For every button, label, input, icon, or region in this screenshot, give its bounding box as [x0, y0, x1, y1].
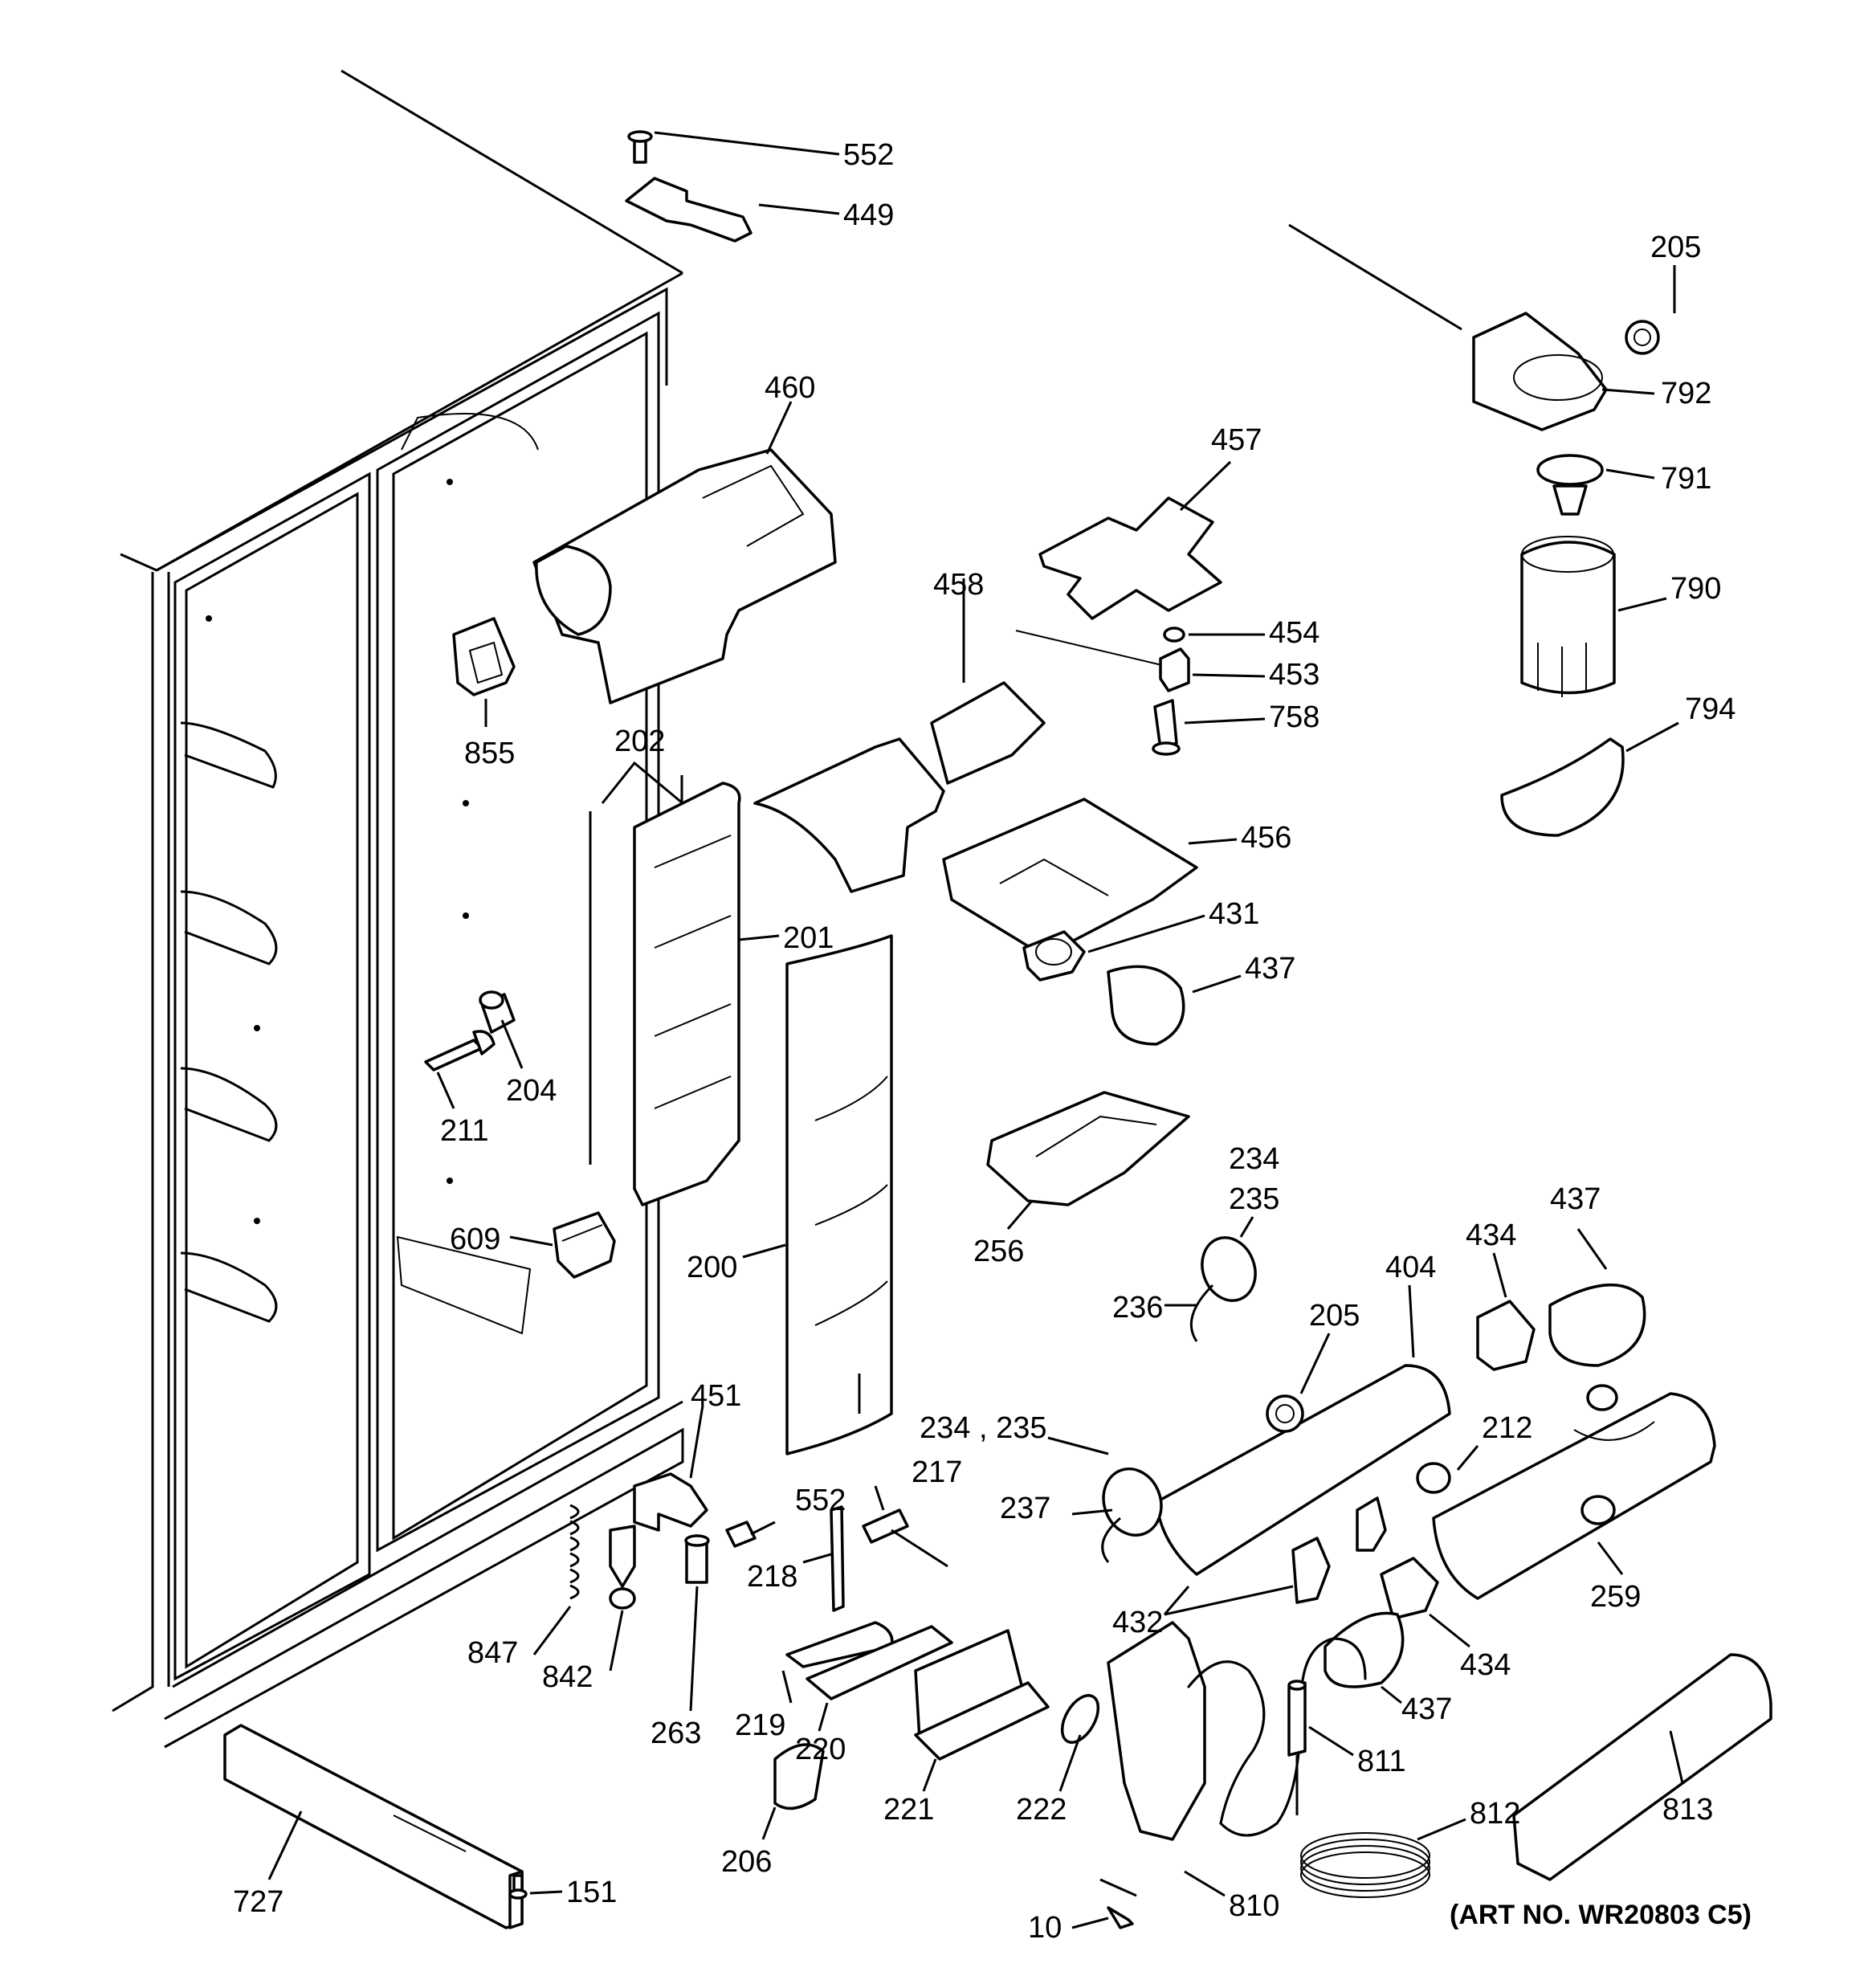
label-842: 842	[542, 1660, 593, 1694]
art-number: (ART NO. WR20803 C5)	[1450, 1900, 1752, 1930]
part-water-filter	[1288, 223, 1679, 837]
part-dispenser-tray-assembly	[761, 1621, 1100, 1840]
label-813: 813	[1662, 1793, 1713, 1827]
cabinet-frame	[112, 69, 684, 1749]
label-221: 221	[883, 1793, 934, 1827]
part-204-211-fasteners	[424, 990, 524, 1109]
label-212: 212	[1482, 1411, 1532, 1445]
label-211: 211	[440, 1114, 489, 1148]
label-609: 609	[450, 1223, 500, 1256]
label-234-a: 234	[1229, 1142, 1279, 1176]
label-431: 431	[1209, 897, 1259, 931]
part-lever-assembly	[633, 1405, 948, 1612]
label-432: 432	[1112, 1606, 1163, 1639]
part-609-switch	[509, 1211, 616, 1279]
part-460-duct	[532, 401, 837, 704]
part-labels: 552 449 460 855 202 201 204 211 609 200 …	[233, 138, 1752, 1945]
part-813-cover	[1512, 1653, 1772, 1881]
part-236-gasket	[1164, 1216, 1257, 1342]
part-457-plate	[1038, 460, 1232, 620]
label-458: 458	[933, 568, 984, 602]
part-434-437-lower-lamp	[1324, 1557, 1470, 1704]
label-456: 456	[1241, 821, 1291, 855]
label-206: 206	[721, 1845, 772, 1879]
part-404-cover	[1155, 1284, 1451, 1616]
label-218: 218	[747, 1560, 797, 1594]
label-453: 453	[1269, 658, 1319, 692]
label-451: 451	[691, 1379, 741, 1413]
label-791: 791	[1661, 462, 1711, 496]
label-222: 222	[1016, 1793, 1067, 1827]
part-259-cover	[1416, 1384, 1716, 1600]
label-810: 810	[1229, 1889, 1279, 1923]
label-460: 460	[765, 371, 815, 405]
part-810-water-tubing	[1071, 1621, 1466, 1929]
label-727: 727	[233, 1885, 283, 1919]
label-259: 259	[1590, 1580, 1641, 1614]
label-256: 256	[973, 1235, 1024, 1268]
label-204: 204	[506, 1074, 557, 1108]
part-727-kickplate	[223, 1724, 563, 1929]
label-790: 790	[1670, 572, 1721, 606]
label-205-filter: 205	[1650, 231, 1701, 264]
label-437-c: 437	[1401, 1692, 1452, 1726]
label-236: 236	[1112, 1291, 1163, 1325]
part-201-202-panel	[589, 761, 780, 1206]
label-263: 263	[651, 1717, 701, 1750]
label-217: 217	[912, 1455, 962, 1489]
part-855-bracket	[452, 617, 516, 727]
label-454: 454	[1269, 616, 1319, 650]
label-234-235-b: 234 , 235	[920, 1411, 1046, 1445]
part-200-cover	[742, 934, 893, 1455]
label-449: 449	[843, 198, 894, 232]
label-811: 811	[1357, 1745, 1406, 1778]
label-237: 237	[1000, 1492, 1050, 1525]
label-434-a: 434	[1466, 1219, 1516, 1252]
label-10: 10	[1028, 1911, 1062, 1945]
part-hinge-spring-assembly	[532, 1504, 710, 1712]
label-220: 220	[795, 1733, 846, 1766]
label-437-a: 437	[1245, 952, 1295, 986]
label-235-a: 235	[1229, 1182, 1279, 1216]
label-794: 794	[1685, 692, 1735, 726]
label-201: 201	[783, 921, 834, 955]
part-256-tray	[986, 1091, 1190, 1230]
label-812: 812	[1470, 1797, 1520, 1831]
label-792: 792	[1661, 377, 1711, 410]
label-404: 404	[1385, 1251, 1436, 1284]
label-552-top: 552	[843, 138, 894, 172]
label-847: 847	[467, 1636, 518, 1670]
label-434-b: 434	[1460, 1648, 1511, 1682]
top-hinge-assembly	[625, 130, 840, 243]
label-552-b: 552	[795, 1484, 846, 1517]
label-457: 457	[1211, 423, 1262, 457]
label-855: 855	[464, 737, 515, 770]
label-437-b: 437	[1550, 1182, 1601, 1216]
label-151: 151	[566, 1876, 617, 1909]
part-237-gasket	[1047, 1436, 1163, 1563]
part-434-437-upper-lamp	[1476, 1228, 1646, 1371]
part-458-456-dispenser	[753, 578, 1266, 957]
label-758: 758	[1269, 700, 1319, 734]
label-200: 200	[687, 1251, 737, 1284]
part-431-437-lamp	[1022, 914, 1242, 1046]
label-205-b: 205	[1309, 1299, 1360, 1333]
label-202: 202	[614, 725, 665, 758]
label-219: 219	[735, 1708, 785, 1742]
